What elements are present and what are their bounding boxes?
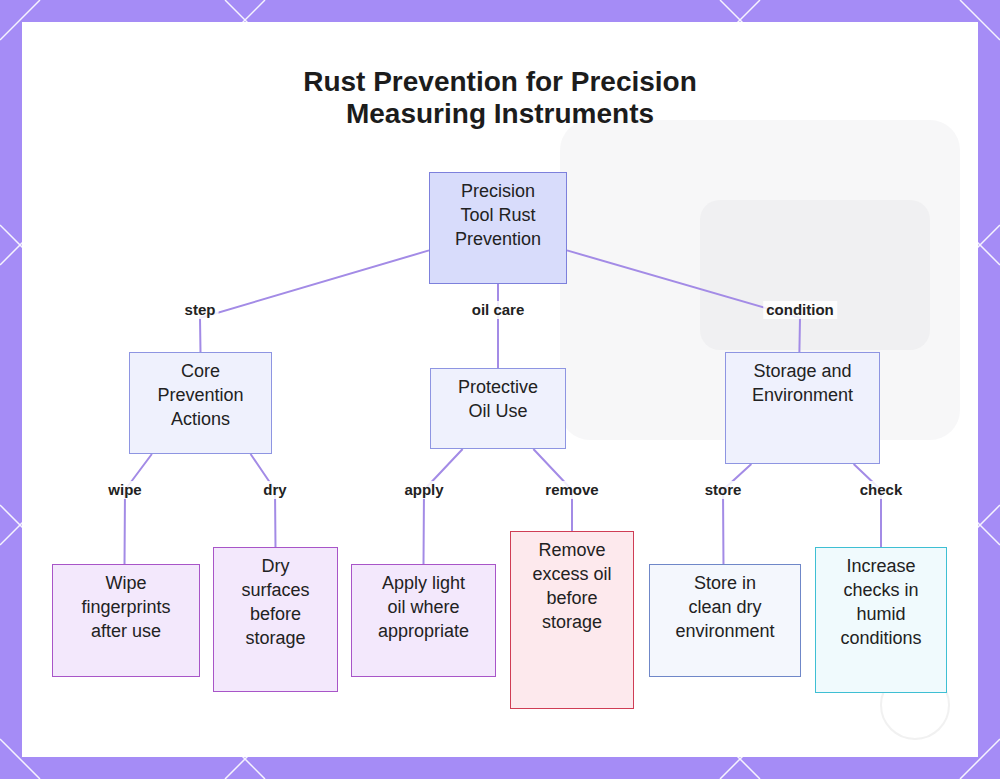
node-label: Store in clean dry environment <box>672 571 778 643</box>
edge-label: check <box>857 481 906 499</box>
background-photo <box>560 120 960 440</box>
process-box: Protective Oil Use <box>430 368 566 449</box>
edge-label: condition <box>763 301 837 319</box>
connector-line <box>424 449 463 564</box>
process-box: Increase checks in humid conditions <box>815 547 947 693</box>
edge-label: store <box>702 481 745 499</box>
node-label: Core Prevention Actions <box>151 359 251 431</box>
process-box: Remove excess oil before storage <box>510 531 634 709</box>
process-box: Storage and Environment <box>725 352 880 464</box>
node-label: Remove excess oil before storage <box>527 538 617 634</box>
node-label: Apply light oil where appropriate <box>375 571 473 643</box>
edge-label: apply <box>401 481 446 499</box>
diagram-title: Rust Prevention for Precision Measuring … <box>260 66 740 130</box>
panel <box>22 22 978 757</box>
node-label: Wipe fingerprints after use <box>71 571 181 643</box>
process-box: Store in clean dry environment <box>649 564 801 677</box>
process-box: Apply light oil where appropriate <box>351 564 496 677</box>
connector-line <box>723 464 751 564</box>
edge-label: remove <box>542 481 601 499</box>
connector-line <box>497 284 499 368</box>
node-label: Increase checks in humid conditions <box>831 554 931 650</box>
process-box: Precision Tool Rust Prevention <box>429 172 567 284</box>
connector-line <box>125 454 152 564</box>
edge-label: dry <box>260 481 289 499</box>
edge-label: step <box>182 301 219 319</box>
process-box: Wipe fingerprints after use <box>52 564 200 677</box>
connector-line <box>854 464 881 547</box>
node-label: Storage and Environment <box>738 359 868 407</box>
node-label: Protective Oil Use <box>446 375 551 423</box>
background-photo <box>700 200 930 350</box>
process-box: Dry surfaces before storage <box>213 547 338 692</box>
node-label: Precision Tool Rust Prevention <box>448 179 548 251</box>
connector-line <box>200 250 429 352</box>
process-box: Core Prevention Actions <box>129 352 272 454</box>
node-label: Dry surfaces before storage <box>231 554 321 650</box>
edge-label: wipe <box>105 481 144 499</box>
edge-label: oil care <box>469 301 528 319</box>
connector-line <box>251 454 276 547</box>
